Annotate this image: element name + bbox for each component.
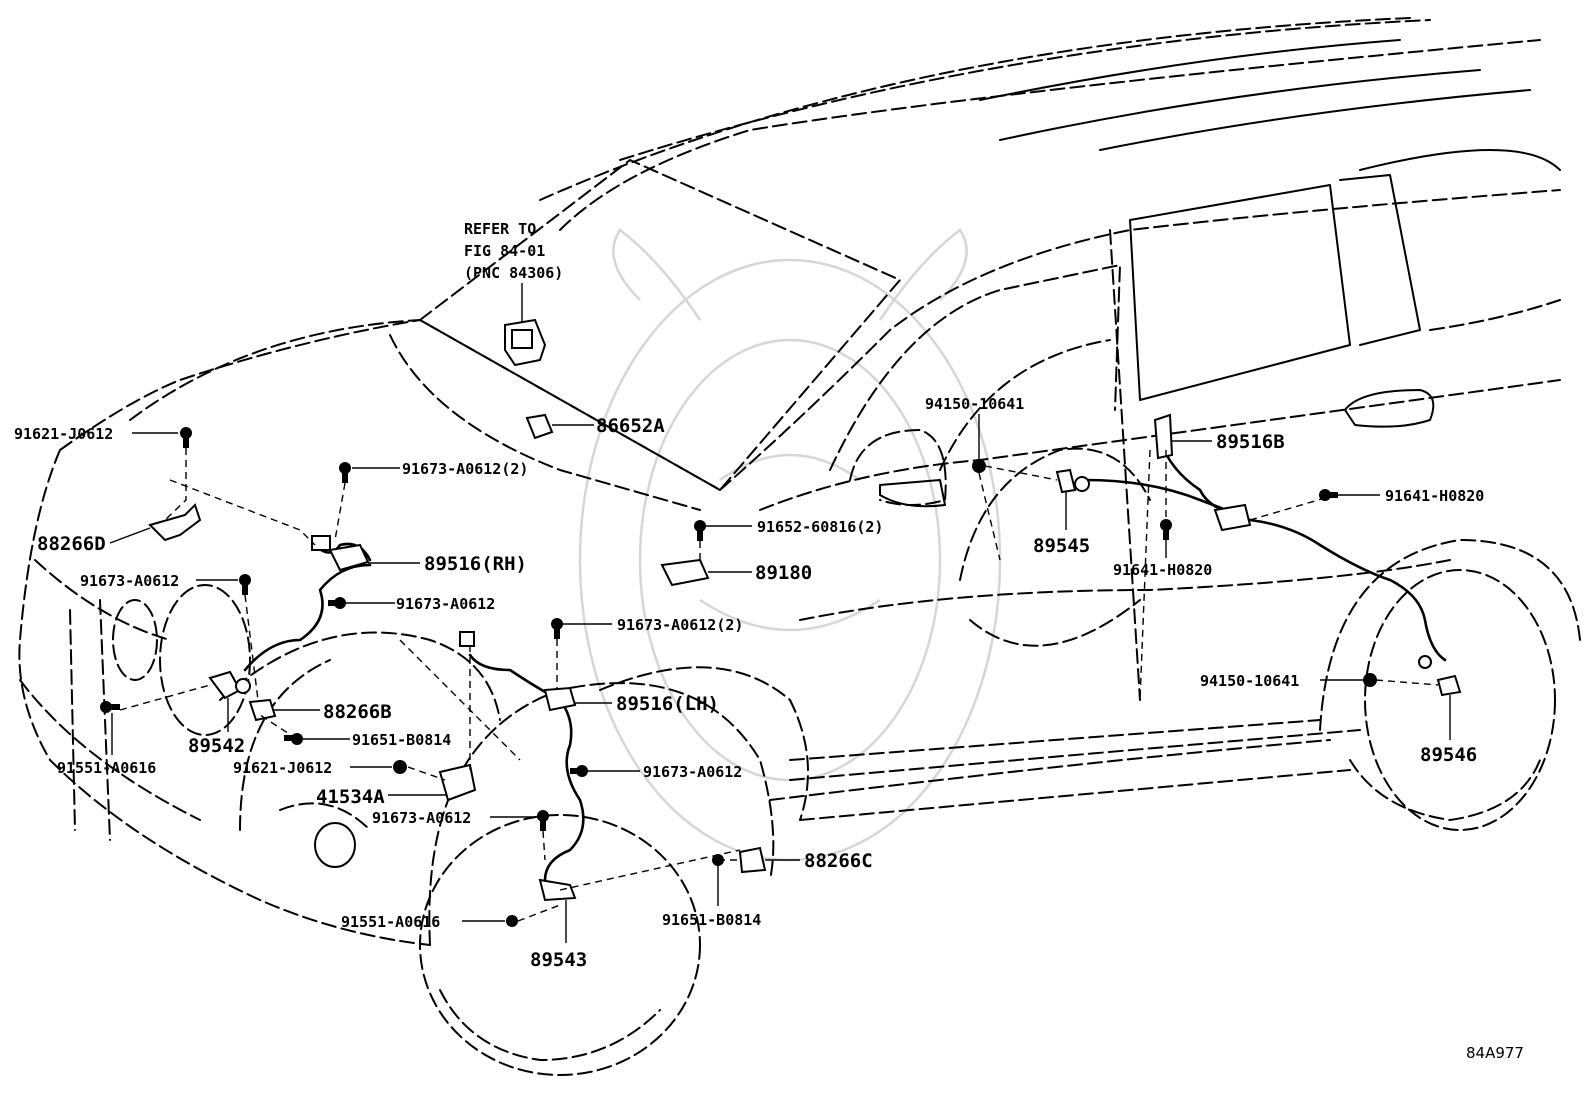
sensor-89546-icon <box>1436 674 1462 697</box>
label-89545: 89545 <box>1033 535 1090 557</box>
label-94150-10641-low: 94150-10641 <box>1200 672 1299 690</box>
harness-89516LH-connector <box>543 686 577 712</box>
label-91673-A0612-2-mid: 91673-A0612(2) <box>617 616 743 634</box>
label-91651-B0814-right: 91651-B0814 <box>662 911 761 929</box>
bracket-88266C-icon <box>738 846 767 874</box>
refer-note-line-2: FIG 84-01 <box>464 242 545 260</box>
svg-text:(PNC 84306): (PNC 84306) <box>464 264 563 282</box>
label-89180: 89180 <box>755 562 812 584</box>
sensor-89180-icon <box>660 558 710 587</box>
svg-text:FIG 84-01: FIG 84-01 <box>464 242 545 260</box>
label-89542: 89542 <box>188 735 245 757</box>
label-88266D: 88266D <box>37 533 106 555</box>
label-91641-H0820-low: 91641-H0820 <box>1113 561 1212 579</box>
figure-code: 84A977 <box>1466 1044 1524 1062</box>
label-91673-A0612-low: 91673-A0612 <box>372 809 471 827</box>
harness-89516B-connector <box>1153 413 1174 460</box>
bracket-41534A-icon <box>438 763 477 802</box>
label-89516RH: 89516(RH) <box>424 553 527 575</box>
label-91673-A0612-2-top: 91673-A0612(2) <box>402 460 528 478</box>
label-91673-A0612-left: 91673-A0612 <box>80 572 179 590</box>
label-89546: 89546 <box>1420 744 1477 766</box>
label-88266C: 88266C <box>804 850 873 872</box>
vehicle-outline <box>18 17 1581 1076</box>
label-91673-A0612-lh: 91673-A0612 <box>643 763 742 781</box>
label-86652A: 86652A <box>596 415 665 437</box>
label-94150-10641-top: 94150-10641 <box>925 395 1024 413</box>
refer-note-line-3: (PNC 84306) <box>464 264 563 282</box>
label-91641-H0820-right: 91641-H0820 <box>1385 487 1484 505</box>
label-91651-B0814-left: 91651-B0814 <box>352 731 451 749</box>
label-91652-60816: 91652-60816(2) <box>757 518 883 536</box>
label-91551-A0616-low: 91551-A0616 <box>341 913 440 931</box>
label-91621-J0612-top: 91621-J0612 <box>14 425 113 443</box>
refer-note-line-1: REFER TO <box>464 220 536 238</box>
label-91621-J0612-low: 91621-J0612 <box>233 759 332 777</box>
part-labels: REFER TO FIG 84-01 (PNC 84306) 86652A 91… <box>14 220 1524 1062</box>
svg-text:REFER TO: REFER TO <box>464 220 536 238</box>
harness-89516RH-connector <box>328 543 370 572</box>
bracket-88266B-icon <box>248 698 277 722</box>
label-89516LH: 89516(LH) <box>616 693 719 715</box>
label-41534A: 41534A <box>316 786 385 808</box>
label-89543: 89543 <box>530 949 587 971</box>
bracket-88266D-icon <box>148 503 202 542</box>
sensor-89543-icon <box>538 878 577 902</box>
part-86652A-icon <box>525 413 554 440</box>
label-88266B: 88266B <box>323 701 392 723</box>
label-89516B: 89516B <box>1216 431 1285 453</box>
components <box>148 318 1462 902</box>
leader-lines <box>109 283 1451 943</box>
label-91551-A0616-left: 91551-A0616 <box>57 759 156 777</box>
label-91673-A0612-mid: 91673-A0612 <box>396 595 495 613</box>
sensor-89545-icon <box>1055 468 1077 494</box>
